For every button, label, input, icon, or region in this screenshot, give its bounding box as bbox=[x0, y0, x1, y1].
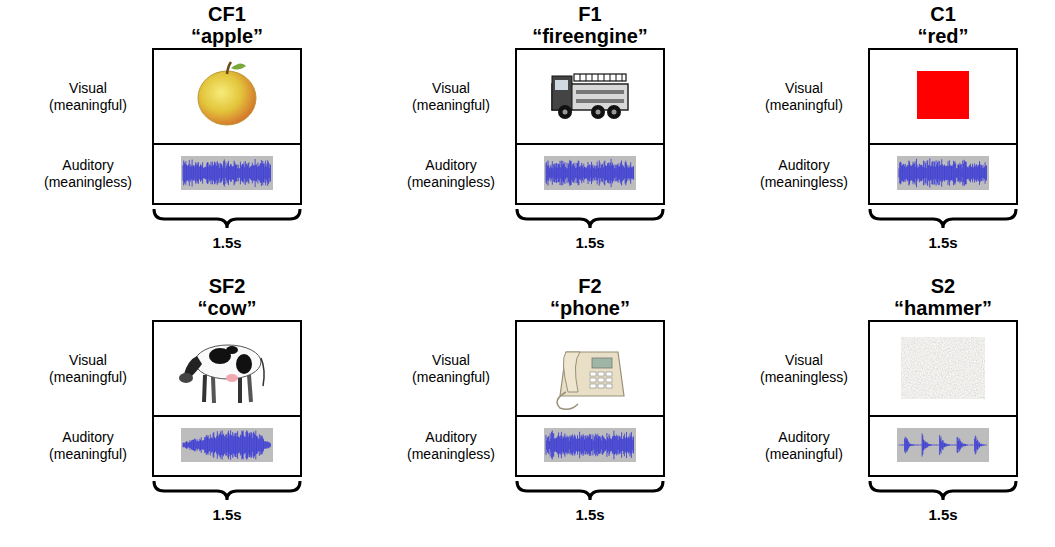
waveform-ground bbox=[897, 428, 989, 462]
visual-channel: Visual (meaningful) bbox=[870, 50, 1016, 145]
channel-label: Visual (meaningless) bbox=[748, 352, 860, 386]
stimulus-box: CF1“apple”Visual (meaningful)Auditory (m… bbox=[152, 48, 302, 205]
duration-brace bbox=[154, 209, 300, 228]
duration-brace bbox=[154, 481, 300, 500]
heading-text: SF2 bbox=[114, 275, 340, 297]
condition-heading: S2“hammer” bbox=[830, 275, 1055, 319]
stimulus-box: C1“red”Visual (meaningful)Auditory (mean… bbox=[868, 48, 1018, 205]
heading-text: “phone” bbox=[477, 297, 703, 319]
duration-label: 1.5s bbox=[187, 506, 267, 524]
heading-text: “cow” bbox=[114, 297, 340, 319]
heading-text: “hammer” bbox=[830, 297, 1055, 319]
condition-heading: C1“red” bbox=[830, 3, 1055, 47]
visual-channel: Visual (meaningful) bbox=[517, 322, 663, 417]
auditory-channel: Auditory (meaningless) bbox=[517, 417, 663, 475]
waveform-ground bbox=[544, 428, 636, 462]
audio-waveform bbox=[183, 430, 271, 460]
heading-text: “red” bbox=[830, 25, 1055, 47]
waveform-ground bbox=[544, 156, 636, 190]
visual-channel: Visual (meaningless) bbox=[870, 322, 1016, 417]
phone-picture bbox=[557, 352, 624, 409]
duration-label: 1.5s bbox=[903, 234, 983, 252]
stimulus-box: SF2“cow”Visual (meaningful)Auditory (mea… bbox=[152, 320, 302, 477]
channel-label: Auditory (meaningful) bbox=[32, 429, 144, 463]
condition-heading: CF1“apple” bbox=[114, 3, 340, 47]
cow-picture bbox=[179, 345, 264, 403]
stimulus-box: F1“fireengine”Visual (meaningful)Auditor… bbox=[515, 48, 665, 205]
auditory-channel: Auditory (meaningless) bbox=[517, 145, 663, 203]
heading-text: F1 bbox=[477, 3, 703, 25]
channel-label: Visual (meaningful) bbox=[32, 80, 144, 114]
audio-waveform bbox=[546, 159, 634, 187]
duration-label: 1.5s bbox=[550, 234, 630, 252]
red-square bbox=[917, 71, 969, 119]
duration-label: 1.5s bbox=[187, 234, 267, 252]
visual-noise bbox=[901, 337, 985, 399]
condition-heading: SF2“cow” bbox=[114, 275, 340, 319]
heading-text: “apple” bbox=[114, 25, 340, 47]
auditory-channel: Auditory (meaningful) bbox=[154, 417, 300, 475]
channel-label: Auditory (meaningless) bbox=[395, 429, 507, 463]
stimulus-box: F2“phone”Visual (meaningful)Auditory (me… bbox=[515, 320, 665, 477]
audio-waveform bbox=[899, 433, 987, 456]
condition-heading: F1“fireengine” bbox=[477, 3, 703, 47]
channel-label: Auditory (meaningful) bbox=[748, 429, 860, 463]
visual-channel: Visual (meaningful) bbox=[154, 50, 300, 145]
apple-picture bbox=[198, 62, 256, 125]
duration-brace bbox=[517, 481, 663, 500]
condition-heading: F2“phone” bbox=[477, 275, 703, 319]
duration-brace bbox=[870, 209, 1016, 228]
duration-label: 1.5s bbox=[550, 506, 630, 524]
heading-text: CF1 bbox=[114, 3, 340, 25]
heading-text: C1 bbox=[830, 3, 1055, 25]
duration-brace bbox=[870, 481, 1016, 500]
audio-waveform bbox=[899, 158, 987, 187]
waveform-ground bbox=[181, 428, 273, 462]
channel-label: Visual (meaningful) bbox=[748, 80, 860, 114]
duration-brace bbox=[517, 209, 663, 228]
brace-layer bbox=[154, 209, 1016, 500]
audio-waveform bbox=[546, 431, 634, 460]
stimulus-box: S2“hammer”Visual (meaningless)Auditory (… bbox=[868, 320, 1018, 477]
channel-label: Visual (meaningful) bbox=[395, 352, 507, 386]
auditory-channel: Auditory (meaningless) bbox=[870, 145, 1016, 203]
channel-label: Visual (meaningful) bbox=[32, 352, 144, 386]
heading-text: “fireengine” bbox=[477, 25, 703, 47]
channel-label: Auditory (meaningless) bbox=[395, 157, 507, 191]
auditory-channel: Auditory (meaningful) bbox=[870, 417, 1016, 475]
visual-channel: Visual (meaningful) bbox=[154, 322, 300, 417]
channel-label: Auditory (meaningless) bbox=[32, 157, 144, 191]
heading-text: F2 bbox=[477, 275, 703, 297]
audio-waveform bbox=[183, 159, 271, 187]
duration-label: 1.5s bbox=[903, 506, 983, 524]
waveform-ground bbox=[897, 156, 989, 190]
waveform-ground bbox=[181, 156, 273, 190]
heading-text: S2 bbox=[830, 275, 1055, 297]
visual-channel: Visual (meaningful) bbox=[517, 50, 663, 145]
auditory-channel: Auditory (meaningless) bbox=[154, 145, 300, 203]
channel-label: Visual (meaningful) bbox=[395, 80, 507, 114]
channel-label: Auditory (meaningless) bbox=[748, 157, 860, 191]
fireengine-picture bbox=[552, 74, 628, 119]
